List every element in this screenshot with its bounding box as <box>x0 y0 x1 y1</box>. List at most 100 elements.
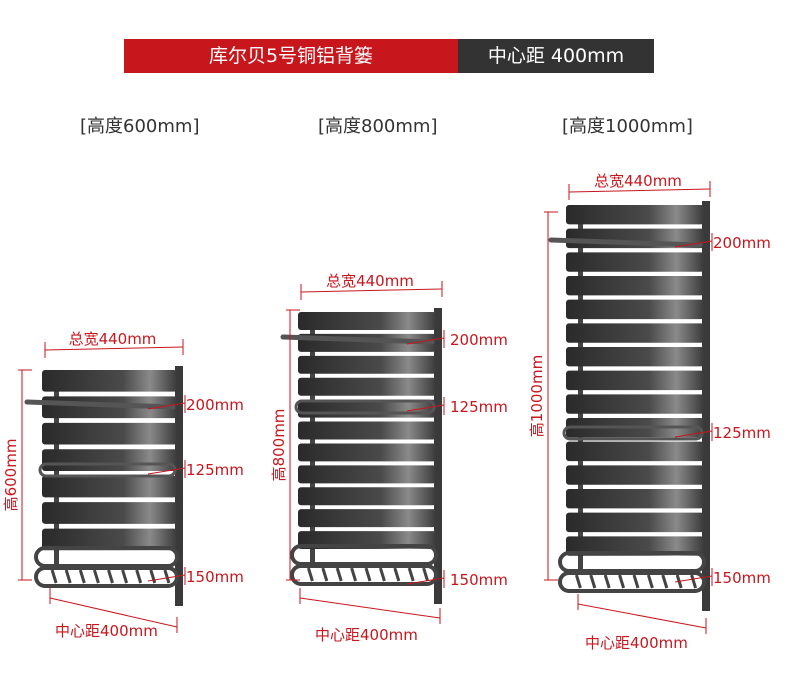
basket-bar <box>574 574 582 589</box>
width-dimension-line <box>44 346 184 351</box>
radiator-slat <box>566 299 704 320</box>
rack-label-top-rail: 200mm <box>450 331 508 349</box>
width-dimension-line <box>300 288 443 293</box>
center-distance-label: 中心距400mm <box>315 626 418 644</box>
basket-bar <box>64 569 72 584</box>
rack-pointer <box>147 402 186 410</box>
rack-pointer <box>406 337 445 345</box>
basket-bar <box>661 574 669 589</box>
center-distance-line <box>49 597 178 628</box>
radiator-slat <box>566 276 704 296</box>
basket-bar <box>92 569 100 584</box>
rack-label-basket: 150mm <box>713 569 771 587</box>
center-distance-banner: 中心距 400mm <box>458 39 654 73</box>
height-label: 高1000mm <box>528 355 546 437</box>
rack-pointer <box>406 404 445 412</box>
rack-label-basket: 150mm <box>450 571 508 589</box>
height-label: 高800mm <box>270 409 288 482</box>
towel-rail <box>280 334 435 345</box>
radiator-800: 总宽440mm 高800mm 200mm 125mm 150mm 中心距400mm <box>270 272 508 644</box>
rack-label-basket: 150mm <box>186 568 244 586</box>
rack-label-top-rail: 200mm <box>186 396 244 414</box>
radiator-slat <box>298 487 436 506</box>
basket-bar <box>149 569 157 584</box>
radiator-slat <box>298 509 436 528</box>
radiator-slat <box>298 443 436 462</box>
radiator-post <box>310 312 315 568</box>
width-label: 总宽440mm <box>326 272 414 290</box>
radiator-slat <box>42 475 177 498</box>
basket-bar <box>107 569 114 584</box>
radiator-slat <box>566 512 704 533</box>
height-label: 高600mm <box>2 439 20 512</box>
basket-bar <box>603 574 611 589</box>
basket-bar <box>589 574 597 589</box>
basket-bar <box>618 574 626 589</box>
basket-bar <box>407 567 415 582</box>
basket-bar <box>163 569 171 584</box>
basket-bar <box>335 567 343 582</box>
rack-pointer <box>147 467 186 475</box>
width-label: 总宽440mm <box>69 330 157 348</box>
radiator-slat <box>298 465 436 484</box>
basket-base <box>290 564 438 586</box>
width-label: 总宽440mm <box>594 172 682 190</box>
basket-bar <box>50 569 58 584</box>
basket-bar <box>422 567 430 582</box>
rack-label-middle-rack: 125mm <box>186 461 244 479</box>
width-dimension-line <box>568 188 711 193</box>
model-title-800: [高度800mm] <box>318 116 438 137</box>
radiator-slat <box>298 421 436 440</box>
radiator-slat <box>42 370 177 392</box>
towel-rail <box>24 399 176 410</box>
radiator-slat <box>298 312 436 330</box>
radiator-post <box>702 201 710 611</box>
radiator-slat <box>566 323 704 343</box>
radiator-slat <box>566 394 704 414</box>
radiator-slat <box>566 465 704 485</box>
radiator-post <box>175 366 183 606</box>
center-distance-line <box>299 597 441 619</box>
rack-pointer <box>147 574 186 582</box>
radiator-slat <box>566 205 704 225</box>
towel-rail <box>548 237 703 248</box>
radiator-1000: 总宽440mm 高1000mm 200mm 125mm 150mm 中心距400mm <box>528 172 771 652</box>
radiator-slat <box>566 441 704 462</box>
radiator-post <box>434 308 442 604</box>
basket-bar <box>121 569 129 584</box>
center-distance-label: 中心距400mm <box>55 622 158 640</box>
basket-bar <box>306 567 314 582</box>
rack-label-top-rail: 200mm <box>713 234 771 252</box>
basket-bar <box>350 567 358 582</box>
radiator-slat <box>42 422 177 445</box>
basket-bar <box>393 567 401 582</box>
basket-bar <box>378 567 386 582</box>
radiator-slat <box>42 449 177 471</box>
rack-pointer <box>406 577 445 585</box>
basket-bar <box>632 574 640 589</box>
center-distance-line <box>577 603 707 629</box>
radiator-slat <box>566 347 704 367</box>
radiator-slat <box>566 370 704 391</box>
rack-label-middle-rack: 125mm <box>450 398 508 416</box>
radiator-slat <box>566 536 704 556</box>
center-distance-label: 中心距400mm <box>585 634 688 652</box>
basket-base <box>558 571 706 593</box>
basket-bar <box>690 574 698 589</box>
rack-label-middle-rack: 125mm <box>713 424 771 442</box>
basket-bar <box>321 567 329 582</box>
product-title-banner: 库尔贝5号铜铝背篓 <box>124 39 458 73</box>
radiator-slat <box>298 355 436 374</box>
model-title-1000: [高度1000mm] <box>562 116 693 137</box>
basket-base <box>34 566 179 588</box>
radiator-600: 总宽440mm 高600mm 200mm 125mm 150mm 中心距400mm <box>2 330 244 640</box>
model-title-600: [高度600mm] <box>80 116 200 137</box>
rack-pointer <box>674 240 713 248</box>
radiator-slat <box>42 502 177 524</box>
basket-bar <box>646 574 654 589</box>
radiator-slat <box>566 489 704 509</box>
radiator-slat <box>566 252 704 272</box>
radiator-slat <box>298 377 436 396</box>
radiator-slat <box>42 528 177 551</box>
